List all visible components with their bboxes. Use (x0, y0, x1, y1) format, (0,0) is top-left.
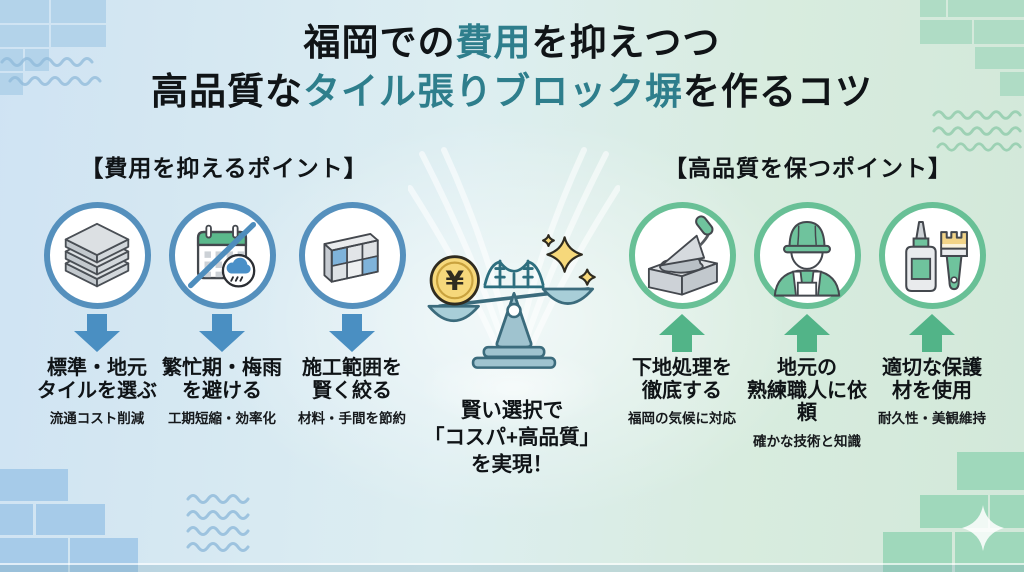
calendar-avoid-rain-icon (168, 202, 276, 309)
glue-brush-icon (878, 202, 986, 309)
wave-decoration (186, 510, 250, 520)
point-title: 下地処理を 徹底する (632, 357, 732, 402)
cost-point-1: 標準・地元 タイルを選ぶ 流通コスト削減 (33, 202, 161, 427)
quality-section-header: 【高品質を保つポイント】 (664, 155, 952, 181)
bottom-strip (0, 565, 1024, 572)
point-title: 標準・地元 タイルを選ぶ (37, 357, 157, 402)
down-arrow-icon (158, 314, 286, 354)
point-subtitle: 工期短縮・効率化 (168, 411, 276, 427)
point-subtitle: 耐久性・美観維持 (878, 411, 986, 427)
balance-scale-icon: ¥ (427, 234, 596, 369)
up-arrow-icon (868, 314, 996, 354)
point-subtitle: 福岡の気候に対応 (628, 411, 736, 427)
title-line-1: 福岡での費用を抑えつつ (303, 22, 721, 63)
title-line-2: 高品質なタイル張りブロック塀を作るコツ (151, 71, 873, 113)
wave-decoration (186, 494, 250, 504)
quality-point-3: 適切な保護 材を使用 耐久性・美観維持 (868, 202, 996, 427)
point-title: 繁忙期・梅雨 を避ける (162, 357, 282, 402)
bottom-divider (0, 563, 1024, 565)
svg-text:¥: ¥ (445, 266, 464, 297)
down-arrow-icon (288, 314, 416, 354)
title-highlight: 費用 (455, 22, 532, 63)
page-title: 福岡での費用を抑えつつ 高品質なタイル張りブロック塀を作るコツ (0, 18, 1024, 116)
point-subtitle: 確かな技術と知識 (753, 433, 861, 449)
craftsman-icon (753, 202, 861, 309)
cost-section-header: 【費用を抑えるポイント】 (80, 155, 368, 181)
title-highlight: タイル張りブロック塀 (303, 71, 683, 113)
wave-decoration (186, 542, 250, 552)
cost-point-2: 繁忙期・梅雨 を避ける 工期短縮・効率化 (158, 202, 286, 427)
point-title: 施工範囲を 賢く絞る (302, 357, 402, 402)
sparkle-icon (542, 234, 596, 286)
tiled-block-wall-icon (298, 202, 406, 309)
stacked-tiles-icon (43, 202, 151, 309)
wave-decoration (186, 526, 250, 536)
bridge-icon (483, 259, 545, 289)
quality-point-1: 下地処理を 徹底する 福岡の気候に対応 (618, 202, 746, 427)
point-title: 適切な保護 材を使用 (882, 357, 982, 402)
wave-decoration (932, 126, 1022, 136)
point-subtitle: 流通コスト削減 (49, 411, 145, 427)
trowel-mortar-icon (628, 202, 736, 309)
cost-point-3: 施工範囲を 賢く絞る 材料・手間を節約 (288, 202, 416, 427)
yen-coin-icon: ¥ (429, 255, 480, 306)
quality-point-2: 地元の 熟練職人に依頼 確かな技術と知識 (743, 202, 871, 450)
center-caption: 賢い選択で 「コスパ+高品質」 を実現！ (424, 399, 600, 477)
point-title: 地元の 熟練職人に依頼 (747, 357, 867, 425)
up-arrow-icon (618, 314, 746, 354)
sparkle-icon (962, 505, 1004, 551)
point-subtitle: 材料・手間を節約 (298, 411, 406, 427)
down-arrow-icon (33, 314, 161, 354)
up-arrow-icon (743, 314, 871, 354)
